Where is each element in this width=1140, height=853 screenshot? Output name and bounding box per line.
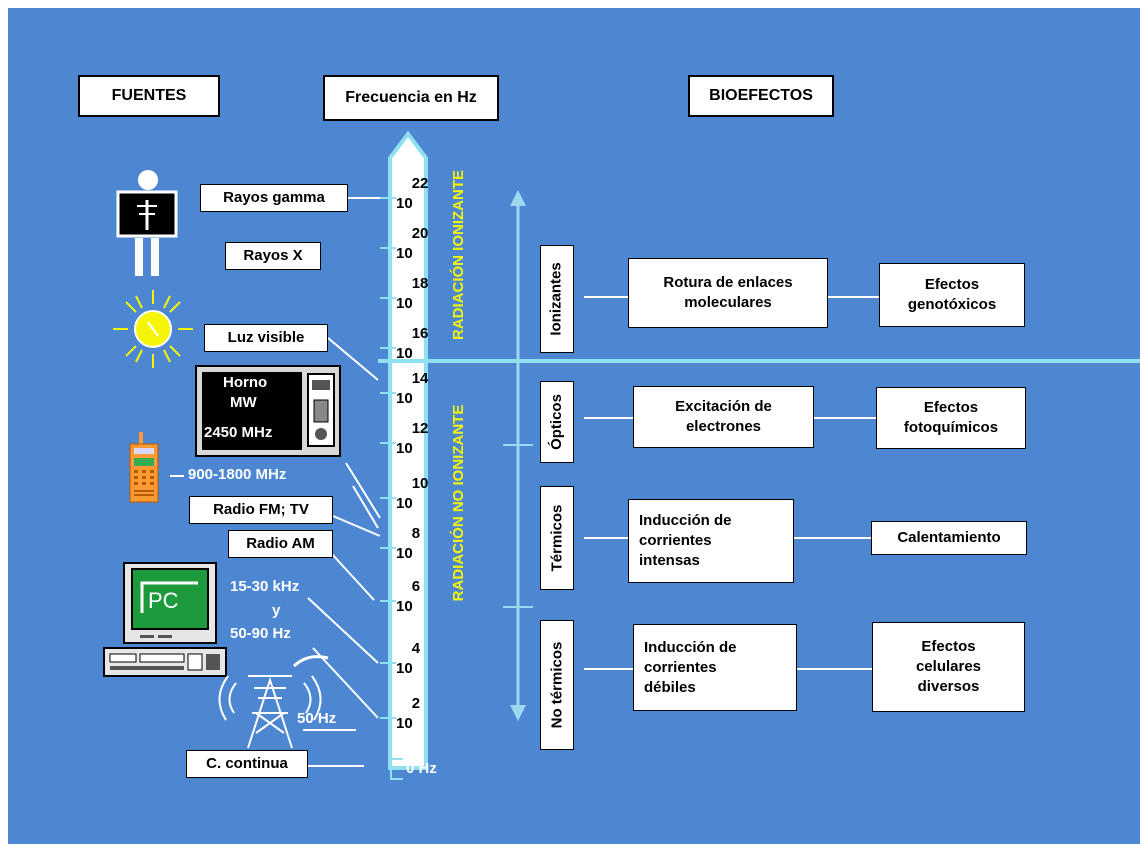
scale-label: 1010 xyxy=(396,475,429,512)
scale-label: 108 xyxy=(396,525,421,562)
scale-label: 1018 xyxy=(396,275,429,312)
frequency-axis-column xyxy=(388,130,428,770)
microwave-icon xyxy=(195,365,341,457)
sun-icon xyxy=(113,290,193,368)
source-mobile-frequency: 900-1800 MHz xyxy=(188,466,287,483)
zero-hz-label: 0 Hz xyxy=(406,760,437,777)
power-line-frequency: 50 Hz xyxy=(297,710,337,727)
scale-label: 104 xyxy=(396,640,421,677)
microwave-label-line3: 2450 MHz xyxy=(204,424,273,441)
microwave-label-line2: MW xyxy=(230,394,257,411)
header-bioeffects: BIOEFECTOS xyxy=(688,75,834,117)
scale-label: 102 xyxy=(396,695,421,732)
pc-screen-label: PC xyxy=(148,588,179,613)
source-connectors xyxy=(303,197,381,767)
scale-label: 1020 xyxy=(396,225,429,262)
pc-frequency-line3: 50-90 Hz xyxy=(230,625,291,642)
bioeffect-connectors xyxy=(584,296,879,670)
bioeffects-arrow-down xyxy=(510,705,526,721)
scale-label: 106 xyxy=(396,578,421,615)
category-thermal: Térmicos xyxy=(540,486,574,590)
non-ionizing-radiation-label: RADIACIÓN NO IONIZANTE xyxy=(450,404,467,602)
source-dc: C. continua xyxy=(186,750,308,778)
header-sources: FUENTES xyxy=(78,75,220,117)
microwave-label-line1: Horno xyxy=(223,374,268,391)
mobile-phone-icon xyxy=(129,432,159,503)
source-gamma: Rayos gamma xyxy=(200,184,348,212)
pc-frequency-line1: 15-30 kHz xyxy=(230,578,300,595)
ionizing-radiation-label: RADIACIÓN IONIZANTE xyxy=(450,170,467,340)
mobile-dash xyxy=(170,475,184,477)
scale-label: 1014 xyxy=(396,370,429,407)
diagram-canvas: FUENTES Frecuencia en Hz BIOEFECTOS Rayo… xyxy=(8,8,1140,844)
power-tower-icon xyxy=(218,655,329,749)
scale-ticks xyxy=(380,197,396,719)
connector-layer xyxy=(103,130,1140,780)
source-xrays: Rayos X xyxy=(225,242,321,270)
source-am: Radio AM xyxy=(228,530,333,558)
bioeffects-arrow-up xyxy=(510,190,526,206)
source-visible-light: Luz visible xyxy=(204,324,328,352)
scale-label: 1022 xyxy=(396,175,429,212)
computer-icon xyxy=(103,562,227,677)
category-optical: Ópticos xyxy=(540,381,574,463)
source-fm-tv: Radio FM; TV xyxy=(189,496,333,524)
category-ionizing: Ionizantes xyxy=(540,245,574,353)
scale-label: 1016 xyxy=(396,325,429,362)
pc-frequency-line2: y xyxy=(272,602,281,619)
category-non-thermal: No térmicos xyxy=(540,620,574,750)
scale-label: 1012 xyxy=(396,420,429,457)
header-frequency: Frecuencia en Hz xyxy=(323,75,499,121)
xray-person-icon xyxy=(116,170,178,276)
effect-heating: Calentamiento xyxy=(871,521,1027,555)
zero-bracket xyxy=(390,758,403,780)
